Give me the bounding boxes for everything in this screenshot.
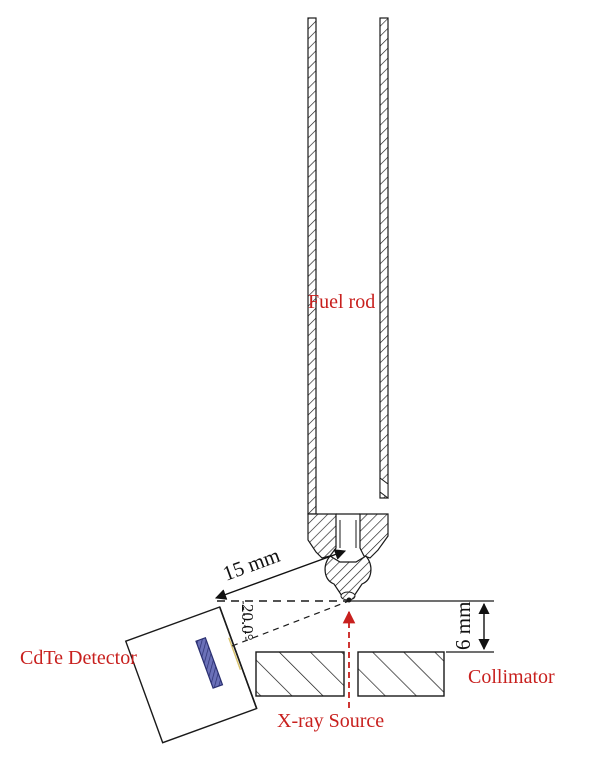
cdte-detector-label: CdTe Detector [20, 647, 137, 669]
distance-label: 15 mm [220, 543, 284, 586]
xray-source-label: X-ray Source [277, 710, 384, 732]
distance-dimension-arrow [214, 549, 347, 600]
end-plug-left [307, 513, 337, 559]
collimator [255, 651, 445, 697]
fuel-rod-label: Fuel rod [308, 291, 375, 313]
cdte-detector [124, 606, 258, 744]
end-plug-right [359, 513, 389, 559]
angle-label: 20.0° [238, 604, 257, 641]
detector-crystal [195, 636, 224, 689]
fuel-rod-left-wall [307, 17, 317, 515]
collimator-right-block [357, 651, 445, 697]
detector-axis-dashed [242, 600, 247, 641]
fuel-rod [307, 17, 389, 603]
collimator-label: Collimator [468, 666, 555, 688]
detector-angled-dashed [231, 600, 350, 647]
end-plug-tip [324, 555, 372, 597]
height-label: 6 mm [451, 602, 475, 650]
collimator-left-block [255, 651, 345, 697]
fuel-rod-right-wall [379, 17, 389, 499]
detector-housing [124, 606, 258, 744]
